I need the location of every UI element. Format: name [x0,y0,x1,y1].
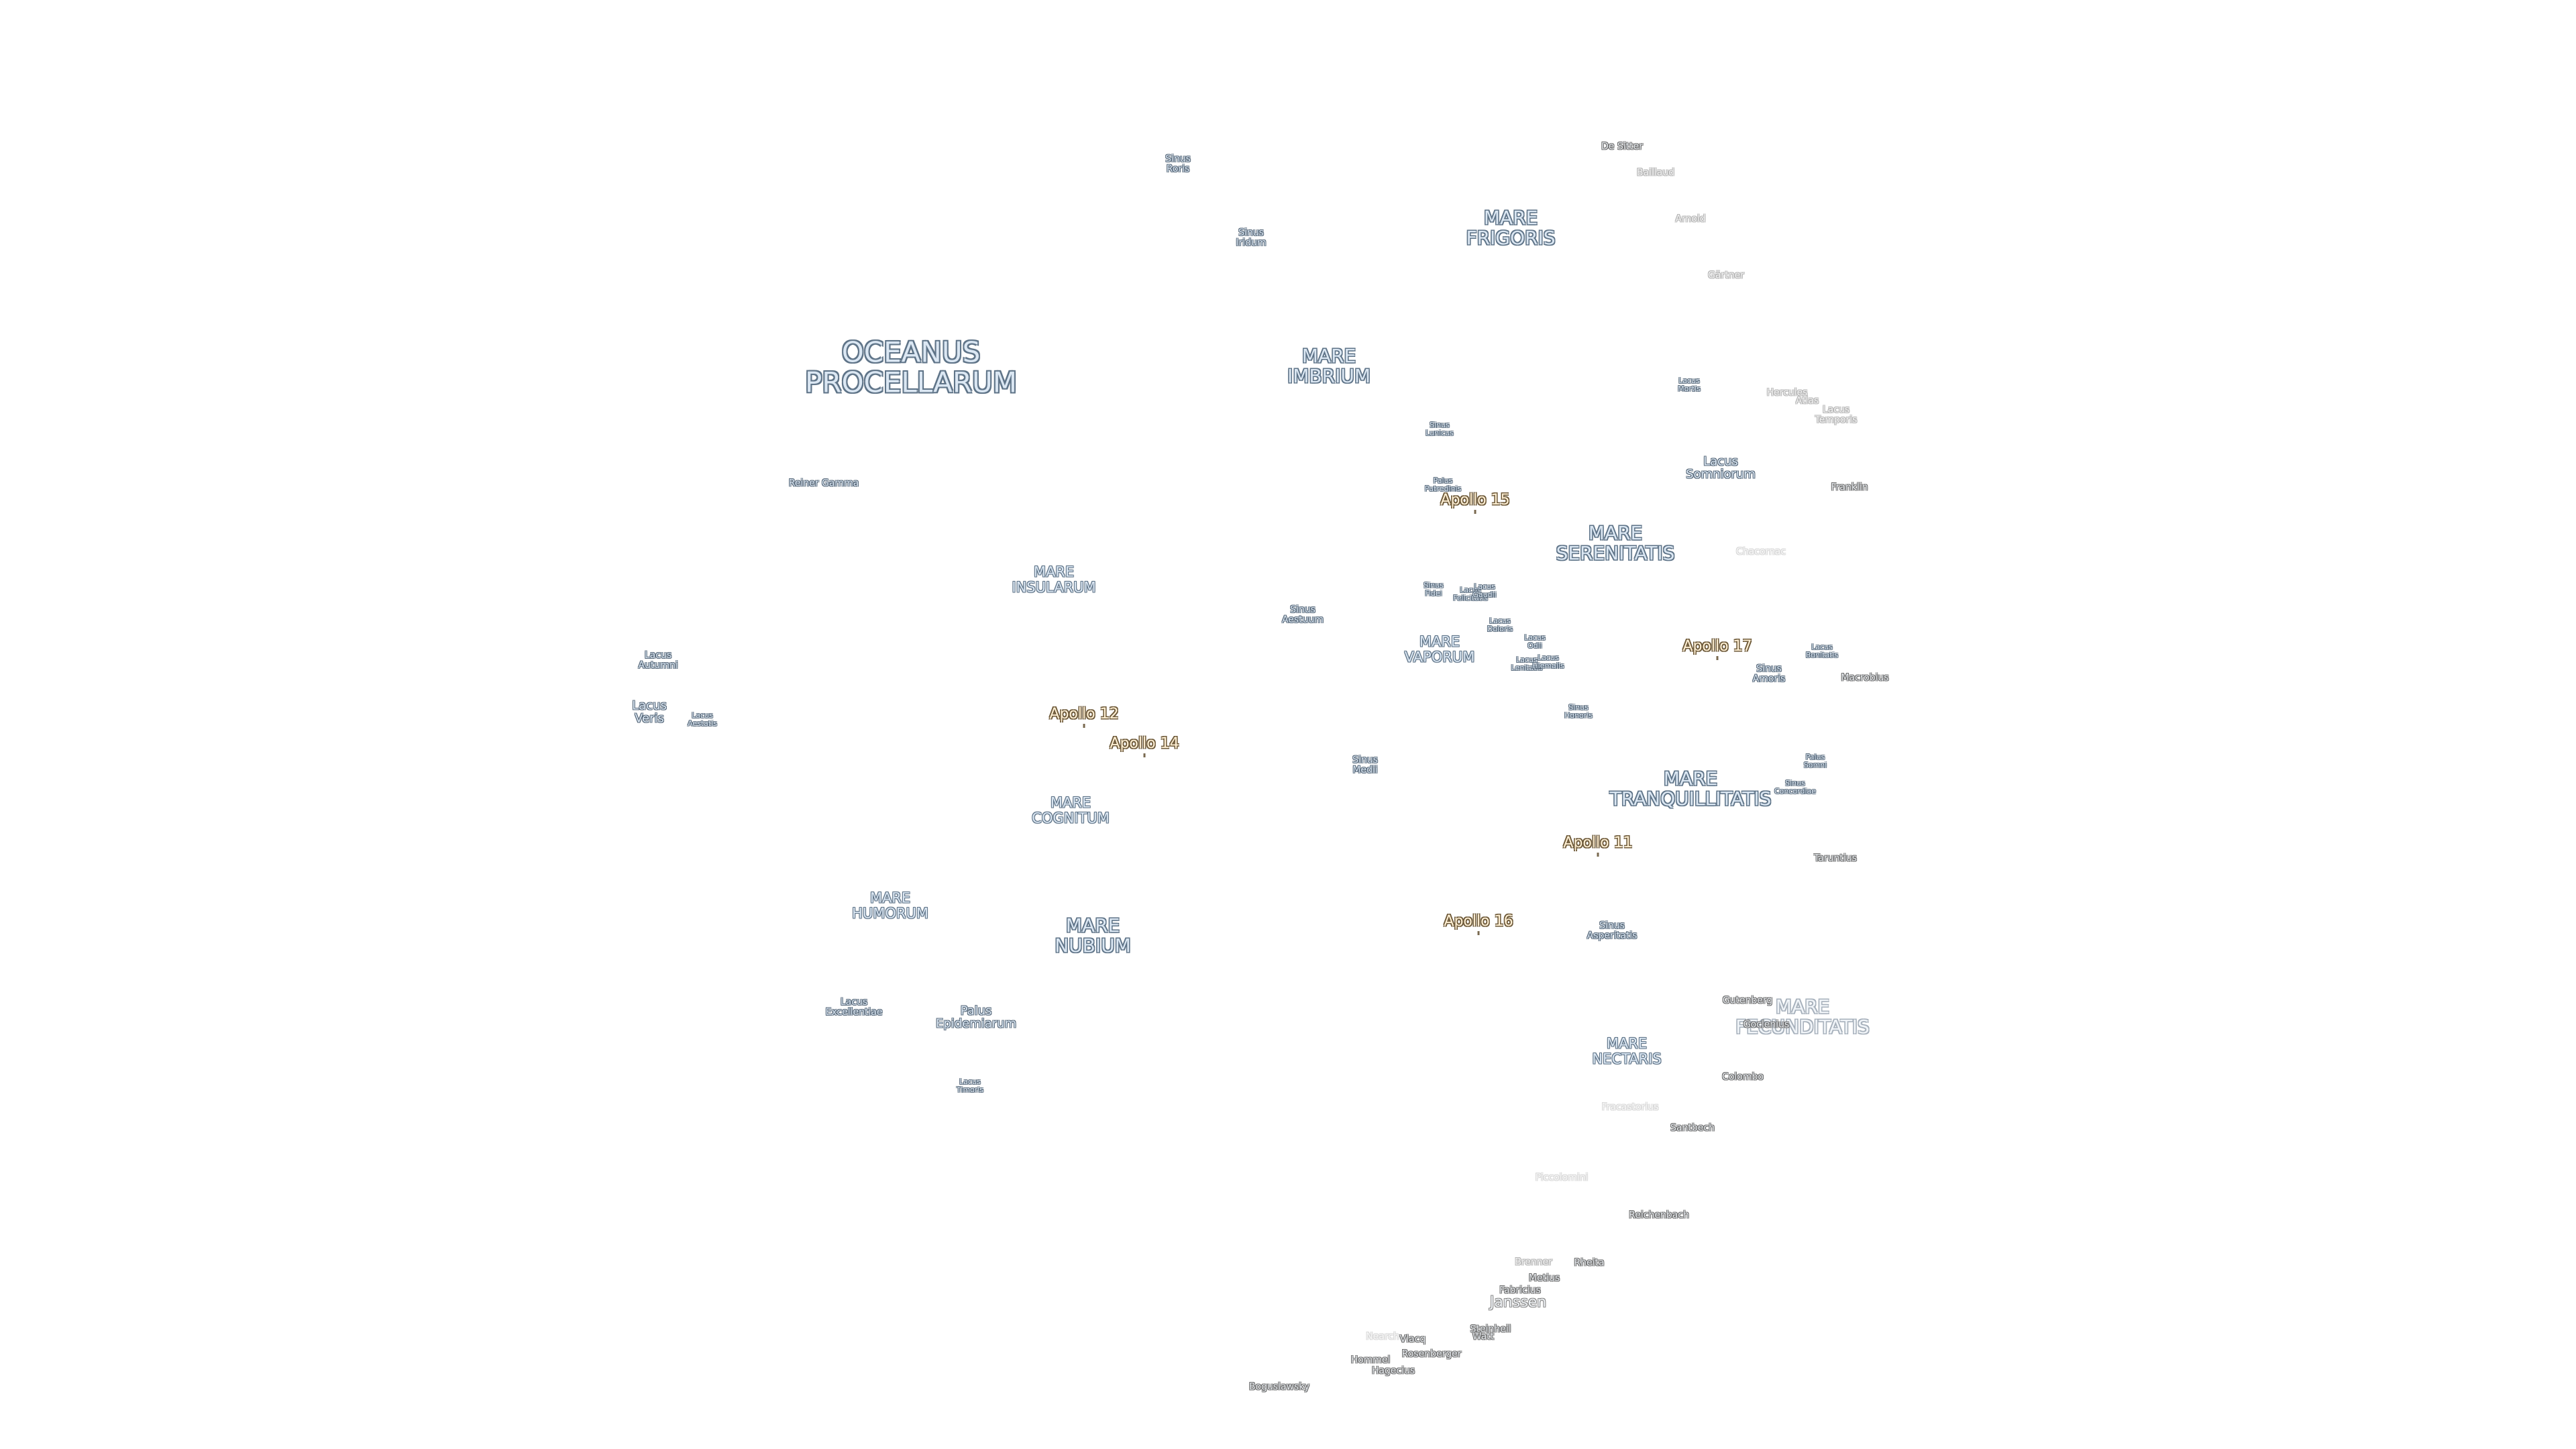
feature-label-lacus-bonitatis: Lacus Bonitatis [1805,643,1839,659]
feature-label-arnold: Arnold [1675,213,1706,225]
feature-label-palus-somni: Palus Somni [1803,753,1827,769]
feature-label-rosenberger: Rosenberger [1401,1348,1462,1360]
feature-label-macrobius: Macrobius [1841,672,1889,684]
feature-label-lacus-mortis: Lacus Mortis [1678,376,1701,393]
feature-label-hommel: Hommel [1350,1354,1391,1366]
feature-label-oceanus-procellarum: OCEANUS PROCELLARUM [804,335,1018,399]
feature-label-mare-frigoris: MARE FRIGORIS [1466,206,1556,249]
feature-label-lacus-hiemalis: Lacus Hiemalis [1532,653,1564,670]
feature-label-lacus-autumni: Lacus Autumni [638,649,678,671]
landing-site-apollo-12[interactable]: Apollo 12 [1049,706,1119,723]
feature-label-taruntius: Taruntius [1814,853,1857,864]
feature-label-mare-fecunditatis: MARE FECUNDITATIS [1735,995,1870,1038]
feature-label-goclenius: Goclenius [1743,1019,1790,1030]
feature-label-sinus-roris: Sinus Roris [1165,153,1191,174]
feature-label-watt: Watt [1472,1331,1495,1342]
feature-label-sinus-iridum: Sinus Iridum [1236,227,1267,248]
feature-label-mare-insularum: MARE INSULARUM [1012,564,1096,595]
feature-label-sinus-aestuum: Sinus Aestuum [1281,604,1324,625]
landing-site-marker [1597,853,1599,857]
feature-label-piccolomini: Piccolomini [1535,1172,1589,1183]
landing-site-apollo-17[interactable]: Apollo 17 [1682,638,1752,655]
feature-label-reiner-gamma: Reiner Gamma [788,478,859,489]
feature-label-colombo: Colombo [1722,1071,1764,1083]
feature-label-mare-nubium: MARE NUBIUM [1055,914,1131,957]
feature-label-lacus-aestatis: Lacus Aestatis [688,711,717,728]
feature-label-sinus-concordiae: Sinus Concordiae [1774,779,1817,796]
feature-label-rheita: Rheita [1574,1257,1605,1269]
feature-label-lacus-gaudii: Lacus Gaudii [1472,582,1497,599]
feature-label-vlacq: Vlacq [1399,1334,1426,1345]
feature-label-lacus-doloris: Lacus Doloris [1487,616,1513,633]
feature-label-de-sitter: De Sitter [1601,141,1643,152]
feature-label-mare-serenitatis: MARE SERENITATIS [1556,521,1675,564]
feature-label-mare-humorum: MARE HUMORUM [852,890,928,921]
feature-label-fabricius: Fabricius [1499,1285,1541,1296]
feature-label-lacus-temporis: Lacus Temporis [1815,404,1858,425]
feature-label-sinus-amoris: Sinus Amoris [1752,663,1786,684]
feature-label-g-rtner: Gärtner [1708,270,1744,281]
feature-label-lacus-excellentiae: Lacus Excellentiae [825,996,883,1018]
feature-label-sinus-lunicus: Sinus Lunicus [1426,421,1454,437]
feature-label-hercules: Hercules [1766,387,1808,398]
feature-label-lacus-veris: Lacus Veris [632,698,667,726]
feature-label-reichenbach: Reichenbach [1629,1210,1689,1221]
feature-label-baillaud: Baillaud [1636,167,1675,178]
feature-label-mare-nectaris: MARE NECTARIS [1592,1035,1662,1067]
feature-label-steinheil: Steinheil [1470,1324,1511,1335]
feature-label-fracastorius: Fracastorius [1601,1102,1659,1113]
feature-label-franklin: Franklin [1831,482,1868,493]
feature-label-santbech: Santbech [1670,1122,1715,1134]
feature-label-lacus-lenitatis: Lacus Lenitatis [1511,655,1543,672]
feature-label-nearch: Nearch [1366,1331,1399,1342]
landing-site-apollo-14[interactable]: Apollo 14 [1110,735,1179,753]
landing-site-apollo-15[interactable]: Apollo 15 [1440,492,1510,509]
landing-site-marker [1477,931,1480,935]
landing-site-marker [1083,724,1085,728]
feature-label-hagecius: Hagecius [1371,1365,1415,1377]
feature-label-mare-tranquillitatis: MARE TRANQUILLITATIS [1609,767,1772,810]
feature-label-sinus-fidei: Sinus Fidei [1424,581,1444,598]
feature-label-gutenberg: Gutenberg [1722,995,1773,1006]
feature-label-sinus-asperitatis: Sinus Asperitatis [1587,920,1638,941]
landing-site-marker [1143,753,1146,757]
landing-site-apollo-16[interactable]: Apollo 16 [1444,913,1513,930]
feature-label-boguslawsky: Boguslawsky [1248,1381,1310,1393]
feature-label-palus-epidemiarum: Palus Epidemiarum [935,1004,1017,1031]
feature-label-sinus-medii: Sinus Medii [1352,754,1378,775]
feature-label-atlas: Atlas [1795,395,1819,407]
feature-label-sinus-honoris: Sinus Honoris [1564,703,1593,720]
feature-label-janssen: Janssen [1489,1294,1547,1311]
feature-label-chacornac: Chacornac [1735,546,1786,557]
feature-label-lacus-felicitatis: Lacus Felicitatis [1453,586,1488,602]
feature-label-mare-imbrium: MARE IMBRIUM [1287,344,1371,387]
feature-label-mare-cognitum: MARE COGNITUM [1032,794,1110,826]
feature-label-lacus-odii: Lacus Odii [1524,633,1546,650]
feature-label-brenner: Brenner [1515,1256,1552,1268]
landing-site-apollo-11[interactable]: Apollo 11 [1563,835,1633,852]
feature-label-lacus-somniorum: Lacus Somniorum [1686,454,1756,482]
feature-label-palus-putredinis: Palus Putredinis [1424,476,1462,493]
landing-site-marker [1716,656,1719,660]
feature-label-lacus-timoris: Lacus Timoris [956,1077,984,1094]
feature-label-mare-vaporum: MARE VAPORUM [1404,633,1475,665]
landing-site-marker [1474,510,1477,514]
feature-label-metius: Metius [1528,1273,1560,1284]
